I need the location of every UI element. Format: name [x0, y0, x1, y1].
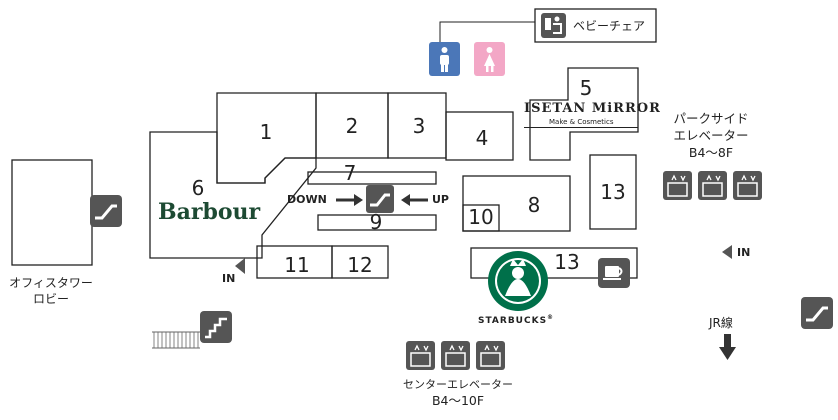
- shop-9-number: 9: [369, 210, 383, 234]
- shop-1-number: 1: [259, 120, 273, 144]
- up-arrow: [401, 194, 428, 206]
- center-line2: B4～10F: [431, 393, 485, 408]
- park-side-line2: エレベーター: [673, 128, 749, 143]
- stairs-icon: [152, 311, 232, 349]
- shop-10-outline: [462, 204, 500, 232]
- shop-11-number: 11: [284, 253, 310, 277]
- entrance-label-left: IN: [222, 272, 236, 285]
- elevator-icon: [441, 341, 470, 370]
- entrance-label-right: IN: [737, 246, 751, 259]
- shop-5-brand: ISETAN MiRROR: [524, 101, 661, 116]
- restroom-male-icon: [429, 42, 460, 76]
- coffee-cup-icon: [598, 258, 630, 288]
- shop-8-number: 8: [527, 193, 541, 217]
- restroom-female-icon: [474, 42, 505, 76]
- elevator-icon: [733, 171, 762, 200]
- starbucks-name: STARBUCKS: [478, 316, 548, 326]
- shop-6-number: 6: [191, 176, 205, 200]
- elevator-icon: [663, 171, 692, 200]
- baby-chair-leader: [439, 21, 535, 42]
- shop-10-number: 10: [468, 205, 494, 229]
- shop-13-starbucks-outline: [470, 247, 638, 279]
- shop-8-outline: [462, 175, 571, 232]
- park-side-elevator-label: パークサイド エレベーター B4～8F: [655, 110, 767, 161]
- shop-5-outline: [529, 67, 639, 161]
- shop-5-number: 5: [579, 76, 593, 100]
- shop-13-outline: [589, 154, 637, 230]
- elevator-icon: [406, 341, 435, 370]
- shop-7-number: 7: [343, 161, 357, 185]
- escalator-icon: [366, 185, 394, 213]
- center-line1: センターエレベーター: [403, 378, 513, 391]
- up-label: UP: [432, 193, 449, 206]
- shop-3-number: 3: [412, 114, 426, 138]
- office-tower-line2: ロビー: [32, 292, 69, 306]
- park-side-line3: B4～8F: [688, 145, 734, 160]
- shop-9-outline: [317, 214, 437, 231]
- shop-4-outline: [445, 111, 514, 161]
- starbucks-logo: [488, 251, 548, 311]
- office-tower-block: [11, 159, 93, 266]
- shop-13-number: 13: [600, 180, 626, 204]
- shop-7-outline: [307, 171, 437, 185]
- shop-5-divider: [524, 127, 638, 128]
- shop-5-sub: Make & Cosmetics: [549, 118, 614, 126]
- office-tower-line1: オフィスタワー: [9, 276, 93, 290]
- shop-12-number: 12: [347, 253, 373, 277]
- jr-line-label: JR線: [709, 316, 733, 330]
- baby-chair-label: ベビーチェア: [573, 19, 646, 33]
- shop-4-number: 4: [475, 126, 489, 150]
- elevator-icon: [698, 171, 727, 200]
- elevator-icon: [476, 341, 505, 370]
- shop-2-number: 2: [345, 114, 359, 138]
- starbucks-registered-mark: ®: [547, 314, 555, 321]
- down-arrow: [336, 194, 363, 206]
- office-tower-label: オフィスタワー ロビー: [3, 275, 99, 307]
- escalator-icon: [801, 297, 833, 329]
- park-side-line1: パークサイド: [673, 111, 749, 126]
- starbucks-wordmark: STARBUCKS®: [478, 314, 554, 326]
- jr-down-arrow: [719, 334, 736, 360]
- escalator-icon: [90, 195, 122, 227]
- entrance-arrow-left: [235, 258, 245, 274]
- baby-chair-box: [534, 8, 657, 43]
- entrance-arrow-right: [722, 245, 732, 259]
- shop-13-starbucks-number: 13: [554, 250, 580, 274]
- center-elevator-label: センターエレベーター B4～10F: [395, 377, 521, 409]
- shop-12-outline: [331, 245, 389, 279]
- down-label: DOWN: [287, 193, 327, 206]
- barbour-logo: Barbour: [158, 199, 261, 225]
- baby-chair-icon: [541, 13, 566, 38]
